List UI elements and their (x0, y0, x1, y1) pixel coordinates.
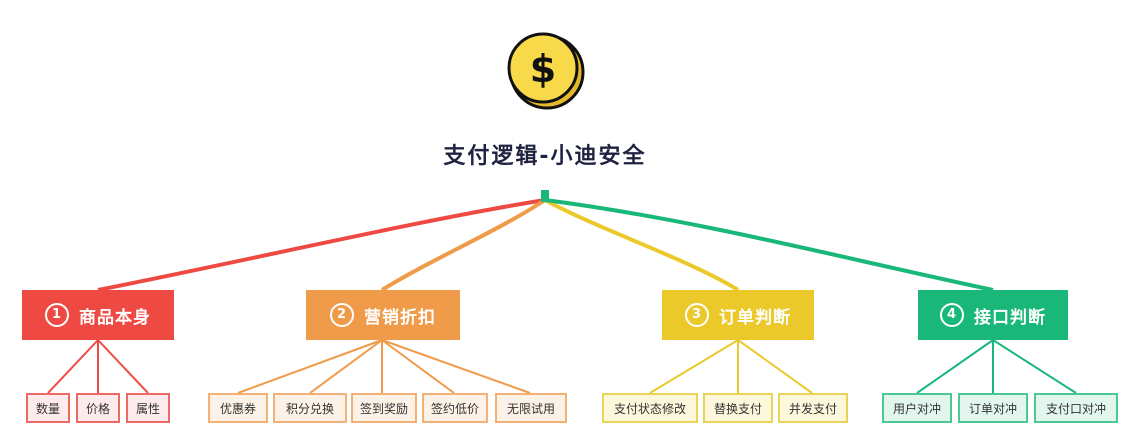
branch-number: 1 (45, 303, 69, 327)
leaf-unlimited-trial: 无限试用 (495, 393, 567, 423)
dollar-coin-icon: $ (507, 32, 585, 110)
leaf-coupon: 优惠券 (208, 393, 268, 423)
connector-root-branch-1 (97, 198, 546, 292)
branch-interface-judgement: 4 接口判断 (918, 290, 1068, 340)
leaf-payment-status-modify: 支付状态修改 (602, 393, 698, 423)
leaf-quantity: 数量 (26, 393, 70, 423)
branch-label: 商品本身 (79, 307, 151, 328)
leaf-replace-payment: 替换支付 (703, 393, 773, 423)
leaf-contract-low-price: 签约低价 (422, 393, 488, 423)
leaf-payment-port-hedge: 支付口对冲 (1034, 393, 1118, 423)
branch-marketing-discount: 2 营销折扣 (306, 290, 460, 340)
connector-root-branch-4 (544, 198, 994, 292)
connector-root-branch-3 (544, 198, 740, 292)
branch-number: 2 (330, 303, 354, 327)
leaf-points-exchange: 积分兑换 (273, 393, 347, 423)
leaf-price: 价格 (76, 393, 120, 423)
leaf-checkin-reward: 签到奖励 (351, 393, 417, 423)
svg-text:$: $ (530, 47, 556, 91)
branch-number: 4 (940, 303, 964, 327)
connectors-branch-2 (237, 339, 531, 394)
leaf-concurrent-payment: 并发支付 (778, 393, 848, 423)
leaf-attribute: 属性 (126, 393, 170, 423)
connectors-branch-3 (649, 339, 813, 394)
connector-root-branch-2 (380, 198, 547, 292)
connectors-branch-1 (47, 339, 149, 394)
branch-product-itself: 1 商品本身 (22, 290, 174, 340)
branch-label: 接口判断 (974, 307, 1046, 328)
branch-number: 3 (685, 303, 709, 327)
leaf-order-hedge: 订单对冲 (958, 393, 1028, 423)
branch-label: 订单判断 (719, 307, 791, 328)
branch-order-judgement: 3 订单判断 (662, 290, 814, 340)
leaf-user-hedge: 用户对冲 (882, 393, 952, 423)
root-anchor (541, 190, 549, 202)
branch-label: 营销折扣 (364, 307, 436, 328)
connectors-branch-4 (916, 339, 1077, 394)
page-title: 支付逻辑-小迪安全 (443, 144, 647, 169)
